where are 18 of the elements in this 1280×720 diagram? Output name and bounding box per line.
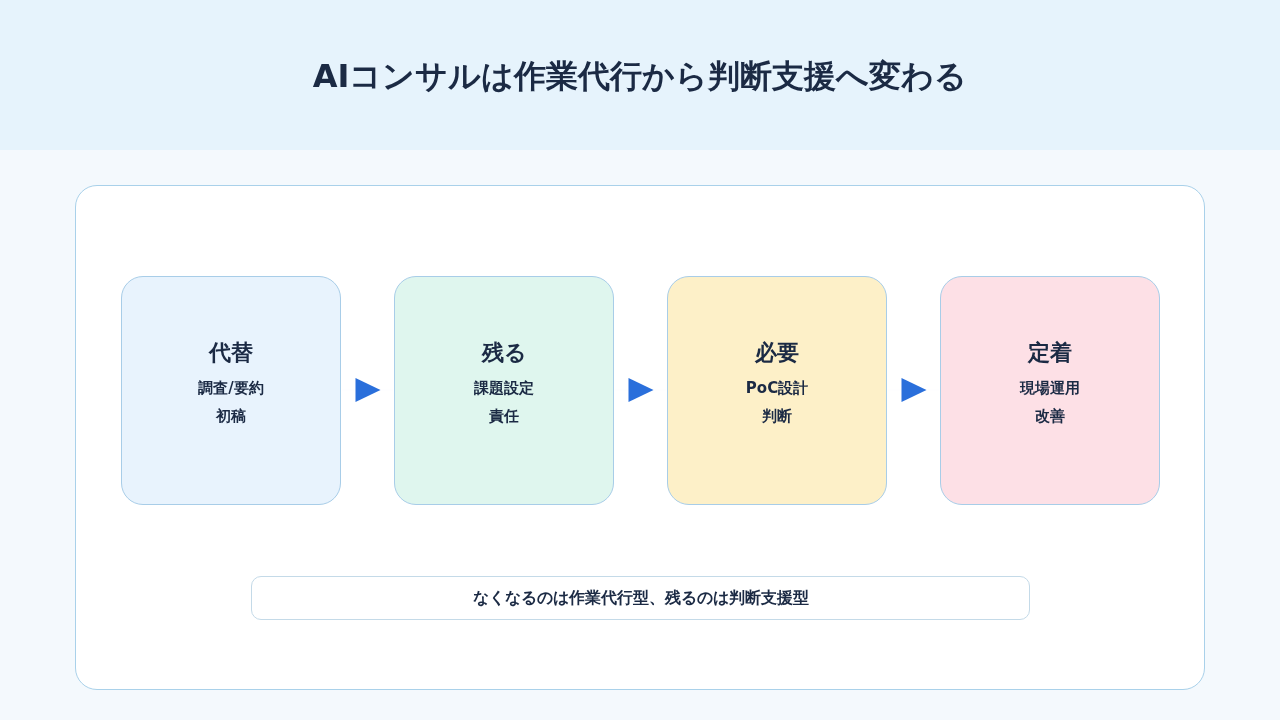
stage-item: 初稿 [216, 405, 246, 427]
stage-item: 責任 [489, 405, 519, 427]
title: AIコンサルは作業代行から判断支援へ変わる [311, 56, 969, 97]
stage-heading: 定着 [1028, 338, 1072, 367]
stage-card [667, 276, 887, 505]
stage-item: 判断 [762, 405, 792, 427]
stage-card [394, 276, 614, 505]
stage-item: 調査/要約 [198, 377, 264, 399]
stage-card [940, 276, 1160, 505]
stage-item: 改善 [1035, 405, 1065, 427]
stage-item: 現場運用 [1020, 377, 1080, 399]
stage-heading: 残る [481, 338, 527, 367]
note-box: なくなるのは作業代行型、残るのは判断支援型 [251, 576, 1030, 620]
stage-heading: 代替 [209, 338, 253, 367]
stage-card [121, 276, 341, 505]
stage-item: PoC設計 [745, 377, 809, 399]
stage-item: 課題設定 [474, 377, 534, 399]
stage-heading: 必要 [755, 338, 799, 367]
